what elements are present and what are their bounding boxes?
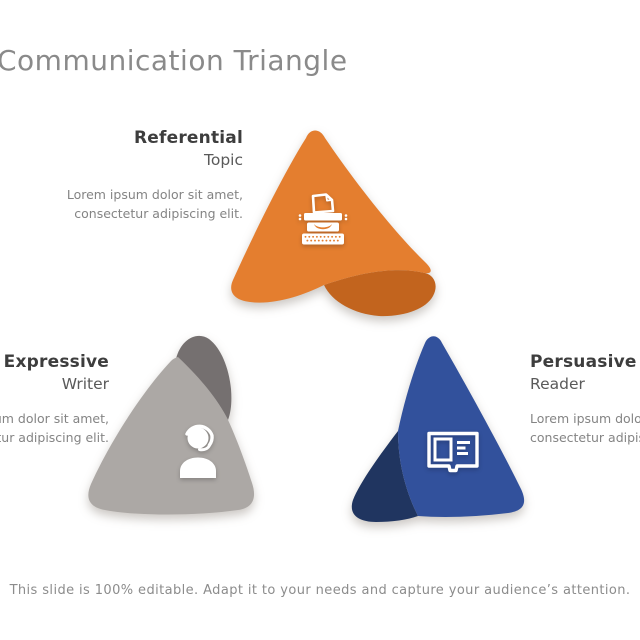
expressive-body-line1: Lorem ipsum dolor sit amet, xyxy=(0,411,109,426)
referential-body: Lorem ipsum dolor sit amet, consectetur … xyxy=(0,186,243,223)
persuasive-heading: Persuasive xyxy=(530,352,637,372)
referential-triangle-fold xyxy=(324,270,436,317)
referential-heading: Referential xyxy=(133,128,243,148)
persuasive-triangle-main xyxy=(398,336,525,517)
expressive-subheading: Writer xyxy=(61,375,109,393)
referential-body-line2: consectetur adipiscing elit. xyxy=(74,205,243,221)
persuasive-triangle xyxy=(351,336,525,522)
slide-title: Communication Triangle xyxy=(0,44,348,77)
persuasive-label-block: Persuasive Reader Lorem ipsum dolor sit … xyxy=(530,352,640,447)
persuasive-triangle-fold xyxy=(351,431,418,522)
persuasive-body-line2: consectetur adipiscing elit. xyxy=(530,429,640,445)
open-book-icon xyxy=(427,431,479,473)
referential-subheading: Topic xyxy=(204,151,243,169)
expressive-triangle-fold xyxy=(176,335,232,420)
person-headset-icon xyxy=(180,424,216,478)
typewriter-keys xyxy=(304,235,341,242)
persuasive-body: Lorem ipsum dolor sit amet, consectetur … xyxy=(530,410,640,447)
referential-body-line1: Lorem ipsum dolor sit amet, xyxy=(66,187,243,202)
persuasive-body-line1: Lorem ipsum dolor sit amet, xyxy=(530,411,640,426)
referential-label-block: Referential Topic Lorem ipsum dolor sit … xyxy=(0,128,243,223)
expressive-label-block: Expressive Writer Lorem ipsum dolor sit … xyxy=(0,352,109,447)
expressive-body-line2: consectetur adipiscing elit. xyxy=(0,429,109,445)
expressive-body: Lorem ipsum dolor sit amet, consectetur … xyxy=(0,410,109,447)
expressive-heading: Expressive xyxy=(3,352,109,372)
persuasive-subheading: Reader xyxy=(530,375,585,393)
typewriter-icon xyxy=(298,193,348,245)
footer-note: This slide is 100% editable. Adapt it to… xyxy=(9,583,631,598)
